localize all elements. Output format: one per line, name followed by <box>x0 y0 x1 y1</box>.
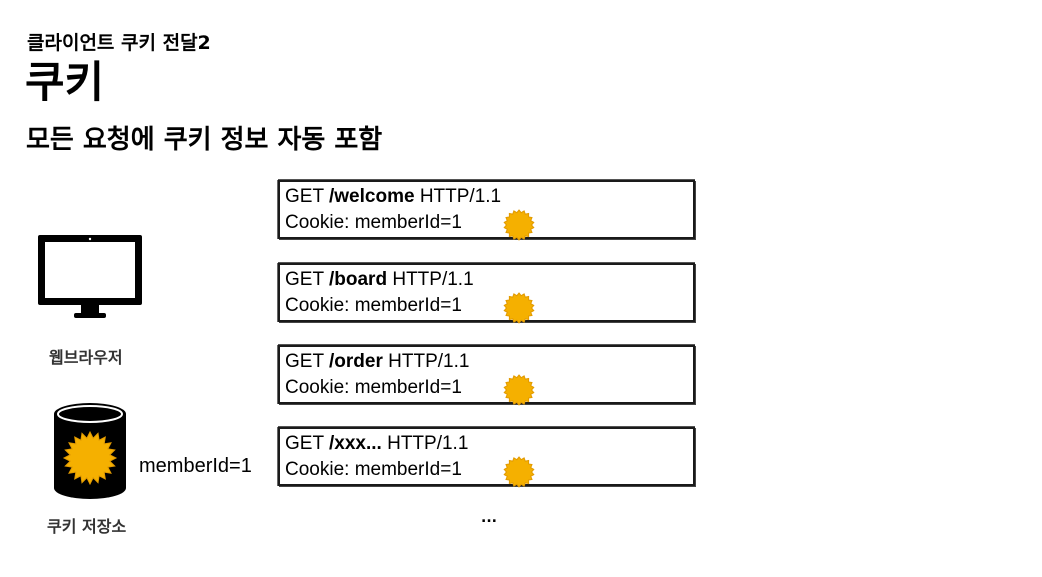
request-box-board: GET /board HTTP/1.1 Cookie: memberId=1 <box>278 263 695 324</box>
request-method: GET <box>285 186 324 207</box>
request-path: /xxx... <box>329 433 382 454</box>
request-protocol: HTTP/1.1 <box>392 269 474 290</box>
request-method: GET <box>285 351 324 372</box>
cookie-header: Cookie: memberId=1 <box>285 212 462 233</box>
request-line: GET /xxx... HTTP/1.1 <box>285 433 468 455</box>
cookie-header: Cookie: memberId=1 <box>285 295 462 316</box>
request-line: GET /welcome HTTP/1.1 <box>285 186 501 208</box>
request-protocol: HTTP/1.1 <box>419 186 502 207</box>
request-box-xxx: GET /xxx... HTTP/1.1 Cookie: memberId=1 <box>278 427 695 488</box>
cookie-header: Cookie: memberId=1 <box>285 377 462 398</box>
page-description: 모든 요청에 쿠키 정보 자동 포함 <box>26 125 383 155</box>
request-method: GET <box>285 269 324 290</box>
request-protocol: HTTP/1.1 <box>388 351 470 372</box>
cookie-store-entry: memberId=1 <box>139 455 252 477</box>
request-box-welcome: GET /welcome HTTP/1.1 Cookie: memberId=1 <box>278 180 695 241</box>
cookie-store-label: 쿠키 저장소 <box>47 517 127 536</box>
request-line: GET /board HTTP/1.1 <box>285 269 474 291</box>
more-ellipsis: ... <box>481 510 497 526</box>
monitor-icon <box>38 235 142 318</box>
cookie-icon <box>503 456 535 488</box>
request-method: GET <box>285 433 324 454</box>
cookie-icon <box>503 209 535 241</box>
request-protocol: HTTP/1.1 <box>387 433 469 454</box>
cookie-icon <box>503 374 535 406</box>
request-path: /welcome <box>329 186 415 207</box>
browser-label: 웹브라우저 <box>49 348 123 367</box>
cookie-icon <box>503 292 535 324</box>
cylinder-storage-icon <box>54 403 126 499</box>
cookie-header: Cookie: memberId=1 <box>285 459 462 480</box>
section-subtitle: 클라이언트 쿠키 전달2 <box>27 32 211 54</box>
request-path: /order <box>329 351 383 372</box>
request-box-order: GET /order HTTP/1.1 Cookie: memberId=1 <box>278 345 695 406</box>
page-title: 쿠키 <box>25 58 105 108</box>
request-path: /board <box>329 269 388 290</box>
request-line: GET /order HTTP/1.1 <box>285 351 469 373</box>
cookie-icon <box>62 430 118 486</box>
